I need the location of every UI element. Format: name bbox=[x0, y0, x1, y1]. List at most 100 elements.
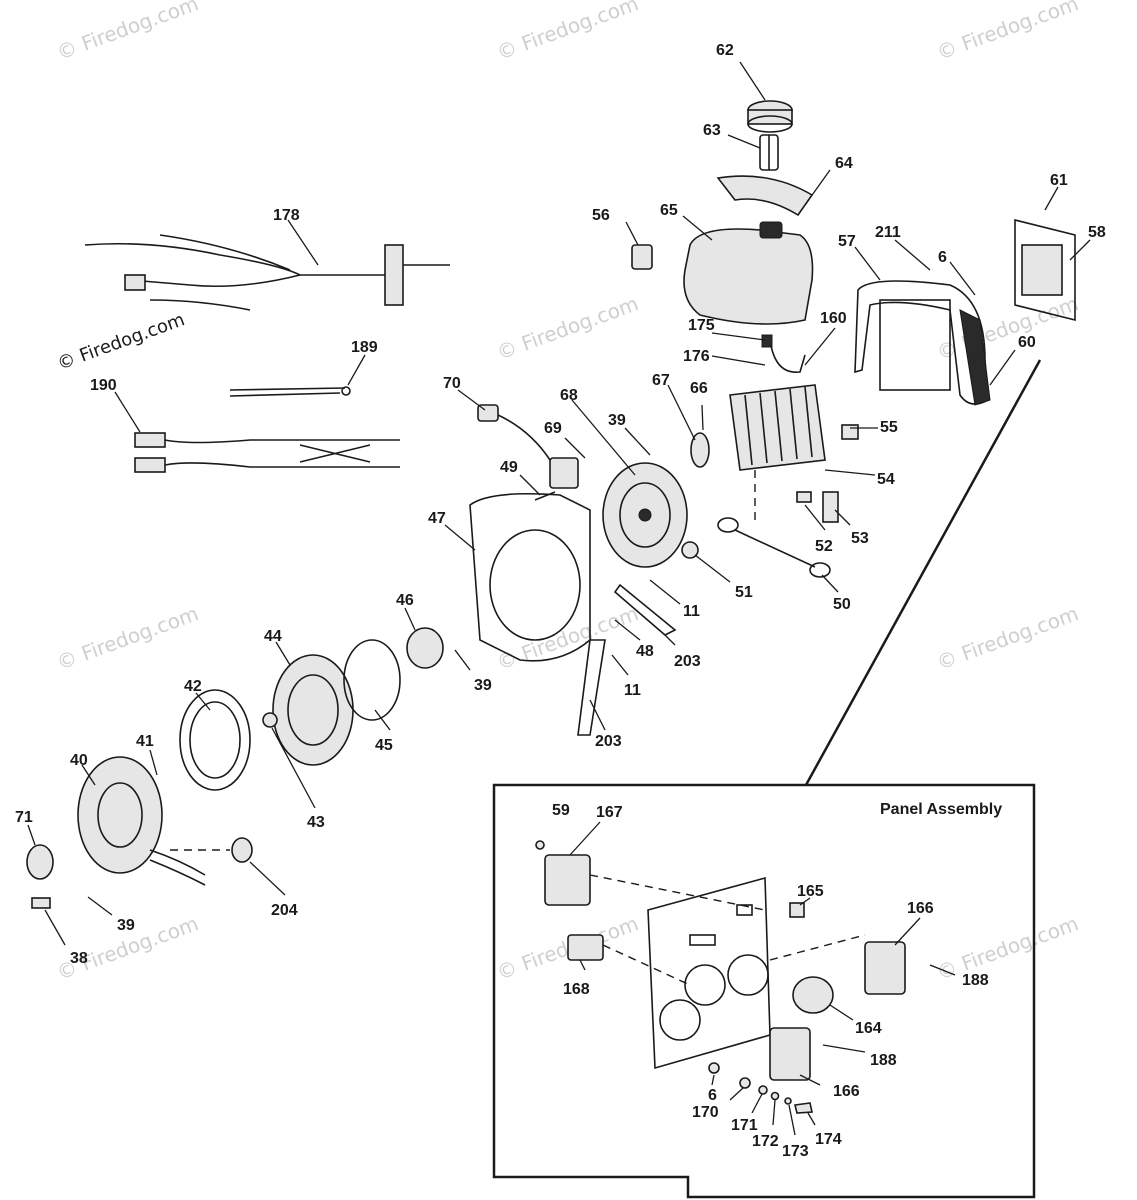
connector-55 bbox=[841, 424, 859, 440]
callout-190: 190 bbox=[90, 377, 117, 394]
wire-lead-189 bbox=[229, 386, 351, 397]
callout-55: 55 bbox=[880, 419, 898, 436]
callout-39b: 39 bbox=[474, 677, 492, 694]
callout-41: 41 bbox=[136, 733, 154, 750]
callout-47: 47 bbox=[428, 510, 446, 527]
callout-173: 173 bbox=[782, 1143, 809, 1160]
panel-assembly-title: Panel Assembly bbox=[880, 801, 1002, 818]
outlet-166 bbox=[864, 941, 906, 995]
callout-168: 168 bbox=[563, 981, 590, 998]
dashed-guide bbox=[589, 874, 766, 911]
callout-6: 6 bbox=[938, 249, 947, 266]
dashed-guide bbox=[769, 934, 866, 961]
bracket-203 bbox=[577, 639, 606, 736]
callout-labels: 62 63 64 61 58 178 65 56 211 57 6 175 16… bbox=[15, 42, 1106, 1160]
wing-nut-174 bbox=[794, 1102, 813, 1114]
callout-53: 53 bbox=[851, 530, 869, 547]
callout-188b: 188 bbox=[870, 1052, 897, 1069]
callout-165: 165 bbox=[797, 883, 824, 900]
dashed-guide bbox=[602, 944, 691, 986]
callout-58: 58 bbox=[1088, 224, 1106, 241]
outlet-166-lower bbox=[769, 1027, 811, 1081]
callout-176: 176 bbox=[683, 348, 710, 365]
inverter-module-54 bbox=[729, 384, 826, 471]
spark-plug-cap-70 bbox=[477, 404, 551, 461]
clip-38 bbox=[31, 897, 51, 909]
callout-203: 203 bbox=[674, 653, 701, 670]
callout-167: 167 bbox=[596, 804, 623, 821]
callout-42: 42 bbox=[184, 678, 202, 695]
callout-62: 62 bbox=[716, 42, 734, 59]
seal-71 bbox=[26, 844, 54, 880]
watermark: © Firedog.com bbox=[55, 309, 188, 375]
tank-clip-56 bbox=[631, 244, 653, 270]
callout-39: 39 bbox=[608, 412, 626, 429]
callout-70: 70 bbox=[443, 375, 461, 392]
callout-68: 68 bbox=[560, 387, 578, 404]
callout-48: 48 bbox=[636, 643, 654, 660]
callout-178: 178 bbox=[273, 207, 300, 224]
callout-189: 189 bbox=[351, 339, 378, 356]
panel-reference-line bbox=[804, 359, 1042, 786]
nut-43 bbox=[262, 712, 278, 728]
callout-160: 160 bbox=[820, 310, 847, 327]
callout-175: 175 bbox=[688, 317, 715, 334]
callout-166: 166 bbox=[907, 900, 934, 917]
callout-11: 11 bbox=[683, 603, 700, 620]
plate-45 bbox=[343, 639, 401, 721]
connector-53 bbox=[822, 491, 839, 523]
bolt-49 bbox=[534, 491, 556, 501]
coupling-46 bbox=[406, 627, 444, 669]
receptacle-167 bbox=[544, 854, 591, 906]
callout-63: 63 bbox=[703, 122, 721, 139]
breaker-168 bbox=[567, 934, 604, 961]
receptacle-164 bbox=[792, 976, 834, 1014]
callout-6b: 6 bbox=[708, 1087, 717, 1104]
callout-11b: 11 bbox=[624, 682, 641, 699]
callout-52: 52 bbox=[815, 538, 833, 555]
callout-164: 164 bbox=[855, 1020, 882, 1037]
callout-57: 57 bbox=[838, 233, 856, 250]
washer-170 bbox=[739, 1077, 751, 1089]
fuel-tank-65 bbox=[683, 221, 814, 325]
watermark: © Firedog.com bbox=[494, 291, 642, 364]
wire-set-190 bbox=[134, 432, 400, 473]
watermark: © Firedog.com bbox=[494, 0, 642, 65]
callout-65: 65 bbox=[660, 202, 678, 219]
fuel-strainer-63 bbox=[759, 134, 779, 171]
screw-6 bbox=[708, 1062, 720, 1074]
callout-54: 54 bbox=[877, 471, 895, 488]
washer-171 bbox=[758, 1085, 768, 1095]
callout-66: 66 bbox=[690, 380, 708, 397]
callout-64: 64 bbox=[835, 155, 853, 172]
callout-166b: 166 bbox=[833, 1083, 860, 1100]
panel-bracket-58 bbox=[1014, 218, 1076, 322]
frame-handle-57 bbox=[854, 280, 991, 406]
callout-69: 69 bbox=[544, 420, 562, 437]
watermarks: © Firedog.com © Firedog.com © Firedog.co… bbox=[54, 0, 1082, 985]
callout-204: 204 bbox=[271, 902, 298, 919]
callout-170: 170 bbox=[692, 1104, 719, 1121]
starter-grip-66 bbox=[690, 432, 710, 468]
fuel-cap-62 bbox=[747, 100, 793, 133]
callout-211: 211 bbox=[875, 224, 901, 241]
screw-59 bbox=[535, 840, 545, 850]
watermark: © Firedog.com bbox=[934, 601, 1082, 674]
callout-59: 59 bbox=[552, 802, 570, 819]
callout-49: 49 bbox=[500, 459, 518, 476]
callout-71: 71 bbox=[15, 809, 33, 826]
callout-56: 56 bbox=[592, 207, 610, 224]
callout-60: 60 bbox=[1018, 334, 1036, 351]
callout-44: 44 bbox=[264, 628, 282, 645]
callout-39c: 39 bbox=[117, 917, 135, 934]
flywheel-42 bbox=[179, 689, 251, 791]
ignition-coil-69 bbox=[549, 457, 579, 489]
callout-203b: 203 bbox=[595, 733, 622, 750]
cable-50 bbox=[717, 517, 831, 578]
panel-assembly-box: Panel Assembly bbox=[492, 783, 1036, 1199]
switch-165 bbox=[789, 902, 805, 918]
callout-43: 43 bbox=[307, 814, 325, 831]
callout-51: 51 bbox=[735, 584, 753, 601]
callout-174: 174 bbox=[815, 1131, 842, 1148]
